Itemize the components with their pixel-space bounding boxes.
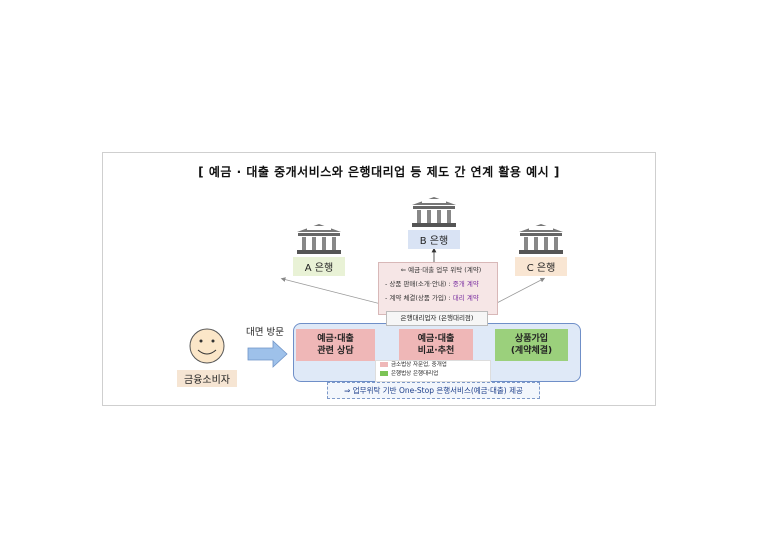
bank-icon (297, 224, 341, 254)
contract-line-2: - 계약 체결(상품 가입) : 대리 계약 (385, 294, 479, 302)
contract-head: ⇐ 예금·대출 업무 위탁 (계약) (400, 266, 482, 274)
contract-box: ⇐ 예금·대출 업무 위탁 (계약) - 상품 판매(소개·안내) : 중개 계… (378, 262, 498, 315)
legend-pink: 금소법상 자문업, 중개업 (380, 361, 490, 370)
bank-agent-label: 은행대리업자 (은행대리점) (386, 311, 488, 326)
legend-pink-swatch (380, 362, 388, 367)
bank-a-label: A 은행 (293, 257, 345, 276)
link-a (280, 277, 388, 307)
bank-icon (412, 197, 456, 227)
step-consultation: 예금·대출 관련 상담 (296, 329, 375, 361)
diagram-title: [ 예금 · 대출 중개서비스와 은행대리업 등 제도 간 연계 활용 예시 ] (198, 165, 560, 179)
legend: 금소법상 자문업, 중개업 은행법상 은행대리업 (375, 360, 491, 382)
bank-c-label: C 은행 (515, 257, 567, 276)
contract-line-1: - 상품 판매(소개·안내) : 중개 계약 (385, 280, 479, 288)
bank-icon (519, 224, 563, 254)
bank-b-label: B 은행 (408, 230, 460, 249)
bank-c: C 은행 (515, 223, 567, 276)
visit-label: 대면 방문 (246, 327, 284, 338)
smiley-face-icon (189, 328, 225, 364)
step-comparison: 예금·대출 비교·추천 (399, 329, 473, 361)
step-subscription: 상품가입 (계약체결) (495, 329, 568, 361)
bank-b: B 은행 (408, 196, 460, 249)
consumer-label: 금융소비자 (177, 370, 237, 387)
legend-green-swatch (380, 371, 388, 376)
onestop-caption: ⇒ 업무위탁 기반 One-Stop 은행서비스(예금·대출) 제공 (327, 382, 540, 399)
diagram-frame: [ 예금 · 대출 중개서비스와 은행대리업 등 제도 간 연계 활용 예시 ] (102, 152, 656, 406)
link-c (490, 277, 546, 307)
arrow-right-icon (247, 340, 288, 368)
bank-a: A 은행 (293, 223, 345, 276)
legend-green: 은행법상 은행대리업 (380, 370, 490, 379)
